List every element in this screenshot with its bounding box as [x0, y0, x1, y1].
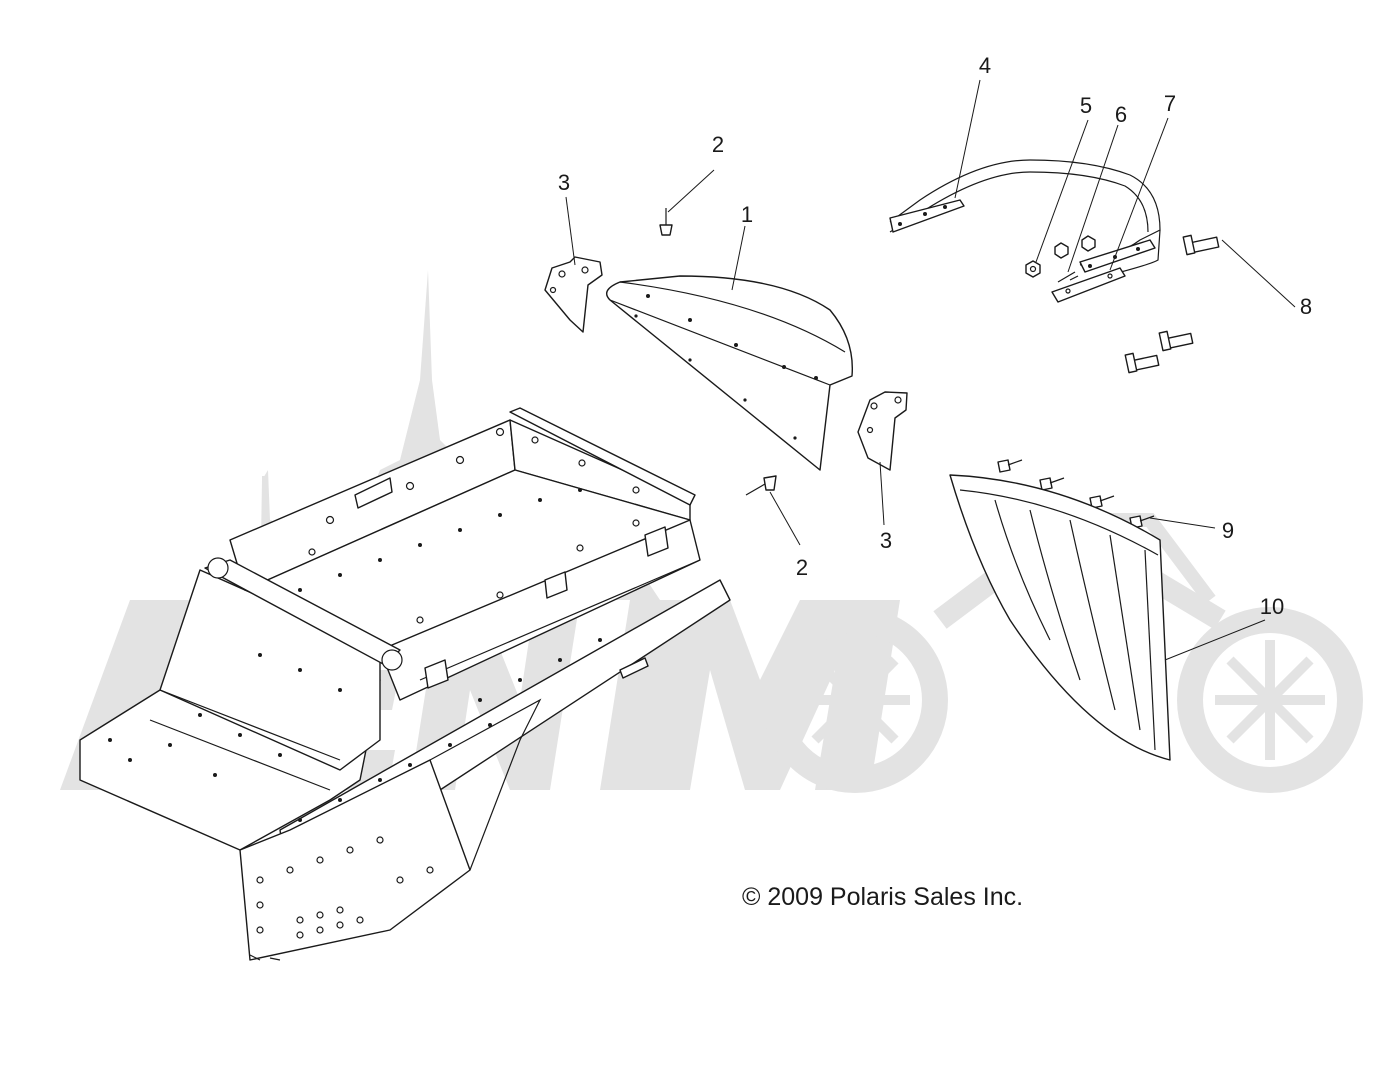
part-bracket-left: [544, 256, 603, 333]
part-plate: [1051, 267, 1126, 303]
part-fastener-top: [659, 208, 673, 236]
part-nut: [1025, 260, 1041, 278]
part-bracket-right: [857, 391, 908, 471]
part-tunnel-body: [79, 407, 731, 961]
part-rivets: [997, 459, 1155, 529]
callout-4: 4: [979, 53, 991, 78]
part-pin: [1057, 271, 1079, 283]
part-seat-cover: [606, 275, 854, 471]
callout-3-left: 3: [558, 170, 570, 195]
callout-2-bottom: 2: [796, 555, 808, 580]
callout-labels: 1 2 2 3 3 4 5 6 7 8 9 10: [558, 53, 1312, 619]
callout-2-top: 2: [712, 132, 724, 157]
copyright-notice: © 2009 Polaris Sales Inc.: [742, 883, 1023, 911]
callout-9: 9: [1222, 518, 1234, 543]
callout-8: 8: [1300, 294, 1312, 319]
part-bolts: [1124, 234, 1220, 374]
part-snow-flap: [949, 474, 1171, 761]
part-grab-bar: [889, 159, 1161, 281]
callout-6: 6: [1115, 102, 1127, 127]
callout-1: 1: [741, 202, 753, 227]
part-nut-pair: [1054, 235, 1096, 259]
leader-lines: [565, 79, 1296, 661]
part-fastener-bottom: [745, 475, 777, 496]
callout-7: 7: [1164, 91, 1176, 116]
callout-10: 10: [1260, 594, 1284, 619]
callout-5: 5: [1080, 93, 1092, 118]
callout-3-right: 3: [880, 528, 892, 553]
